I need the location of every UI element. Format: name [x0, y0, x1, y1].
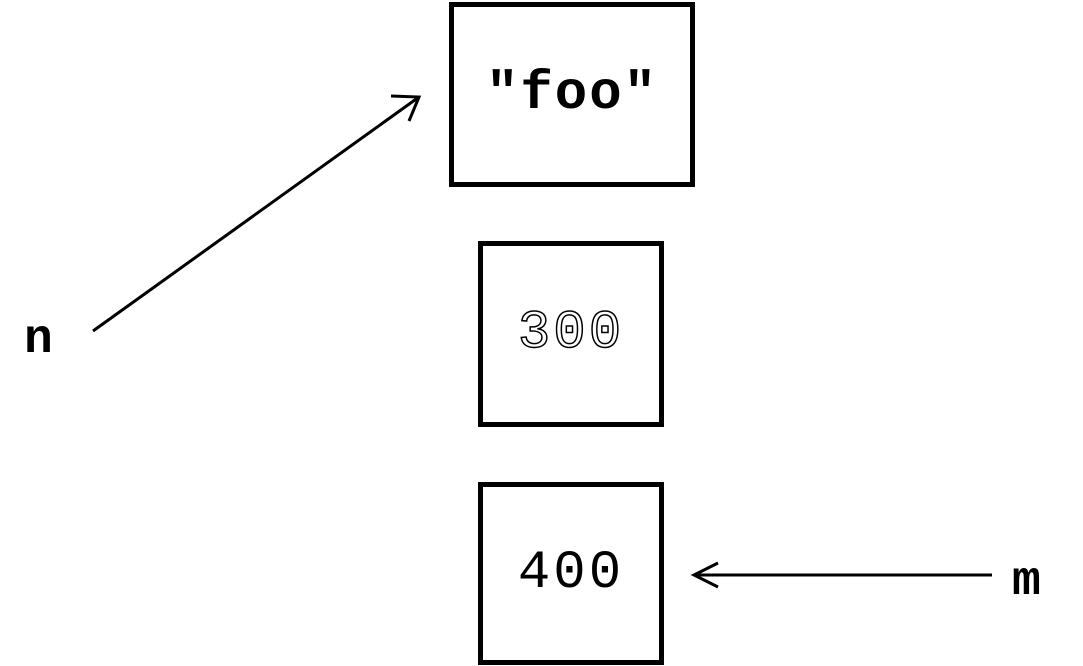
int-400-value-box: 400: [478, 482, 664, 665]
arrow-n-to-foo: [92, 94, 422, 333]
int-300-value-box: 300: [478, 241, 664, 427]
variable-m-label: m: [1012, 555, 1041, 609]
string-value-box: "foo": [449, 2, 695, 187]
arrow-m-to-400: [690, 561, 992, 589]
int-400-value-text: 400: [517, 542, 625, 604]
int-300-value-text: 300: [517, 303, 625, 364]
string-value-text: "foo": [485, 63, 659, 125]
variable-n-label: n: [24, 313, 53, 367]
